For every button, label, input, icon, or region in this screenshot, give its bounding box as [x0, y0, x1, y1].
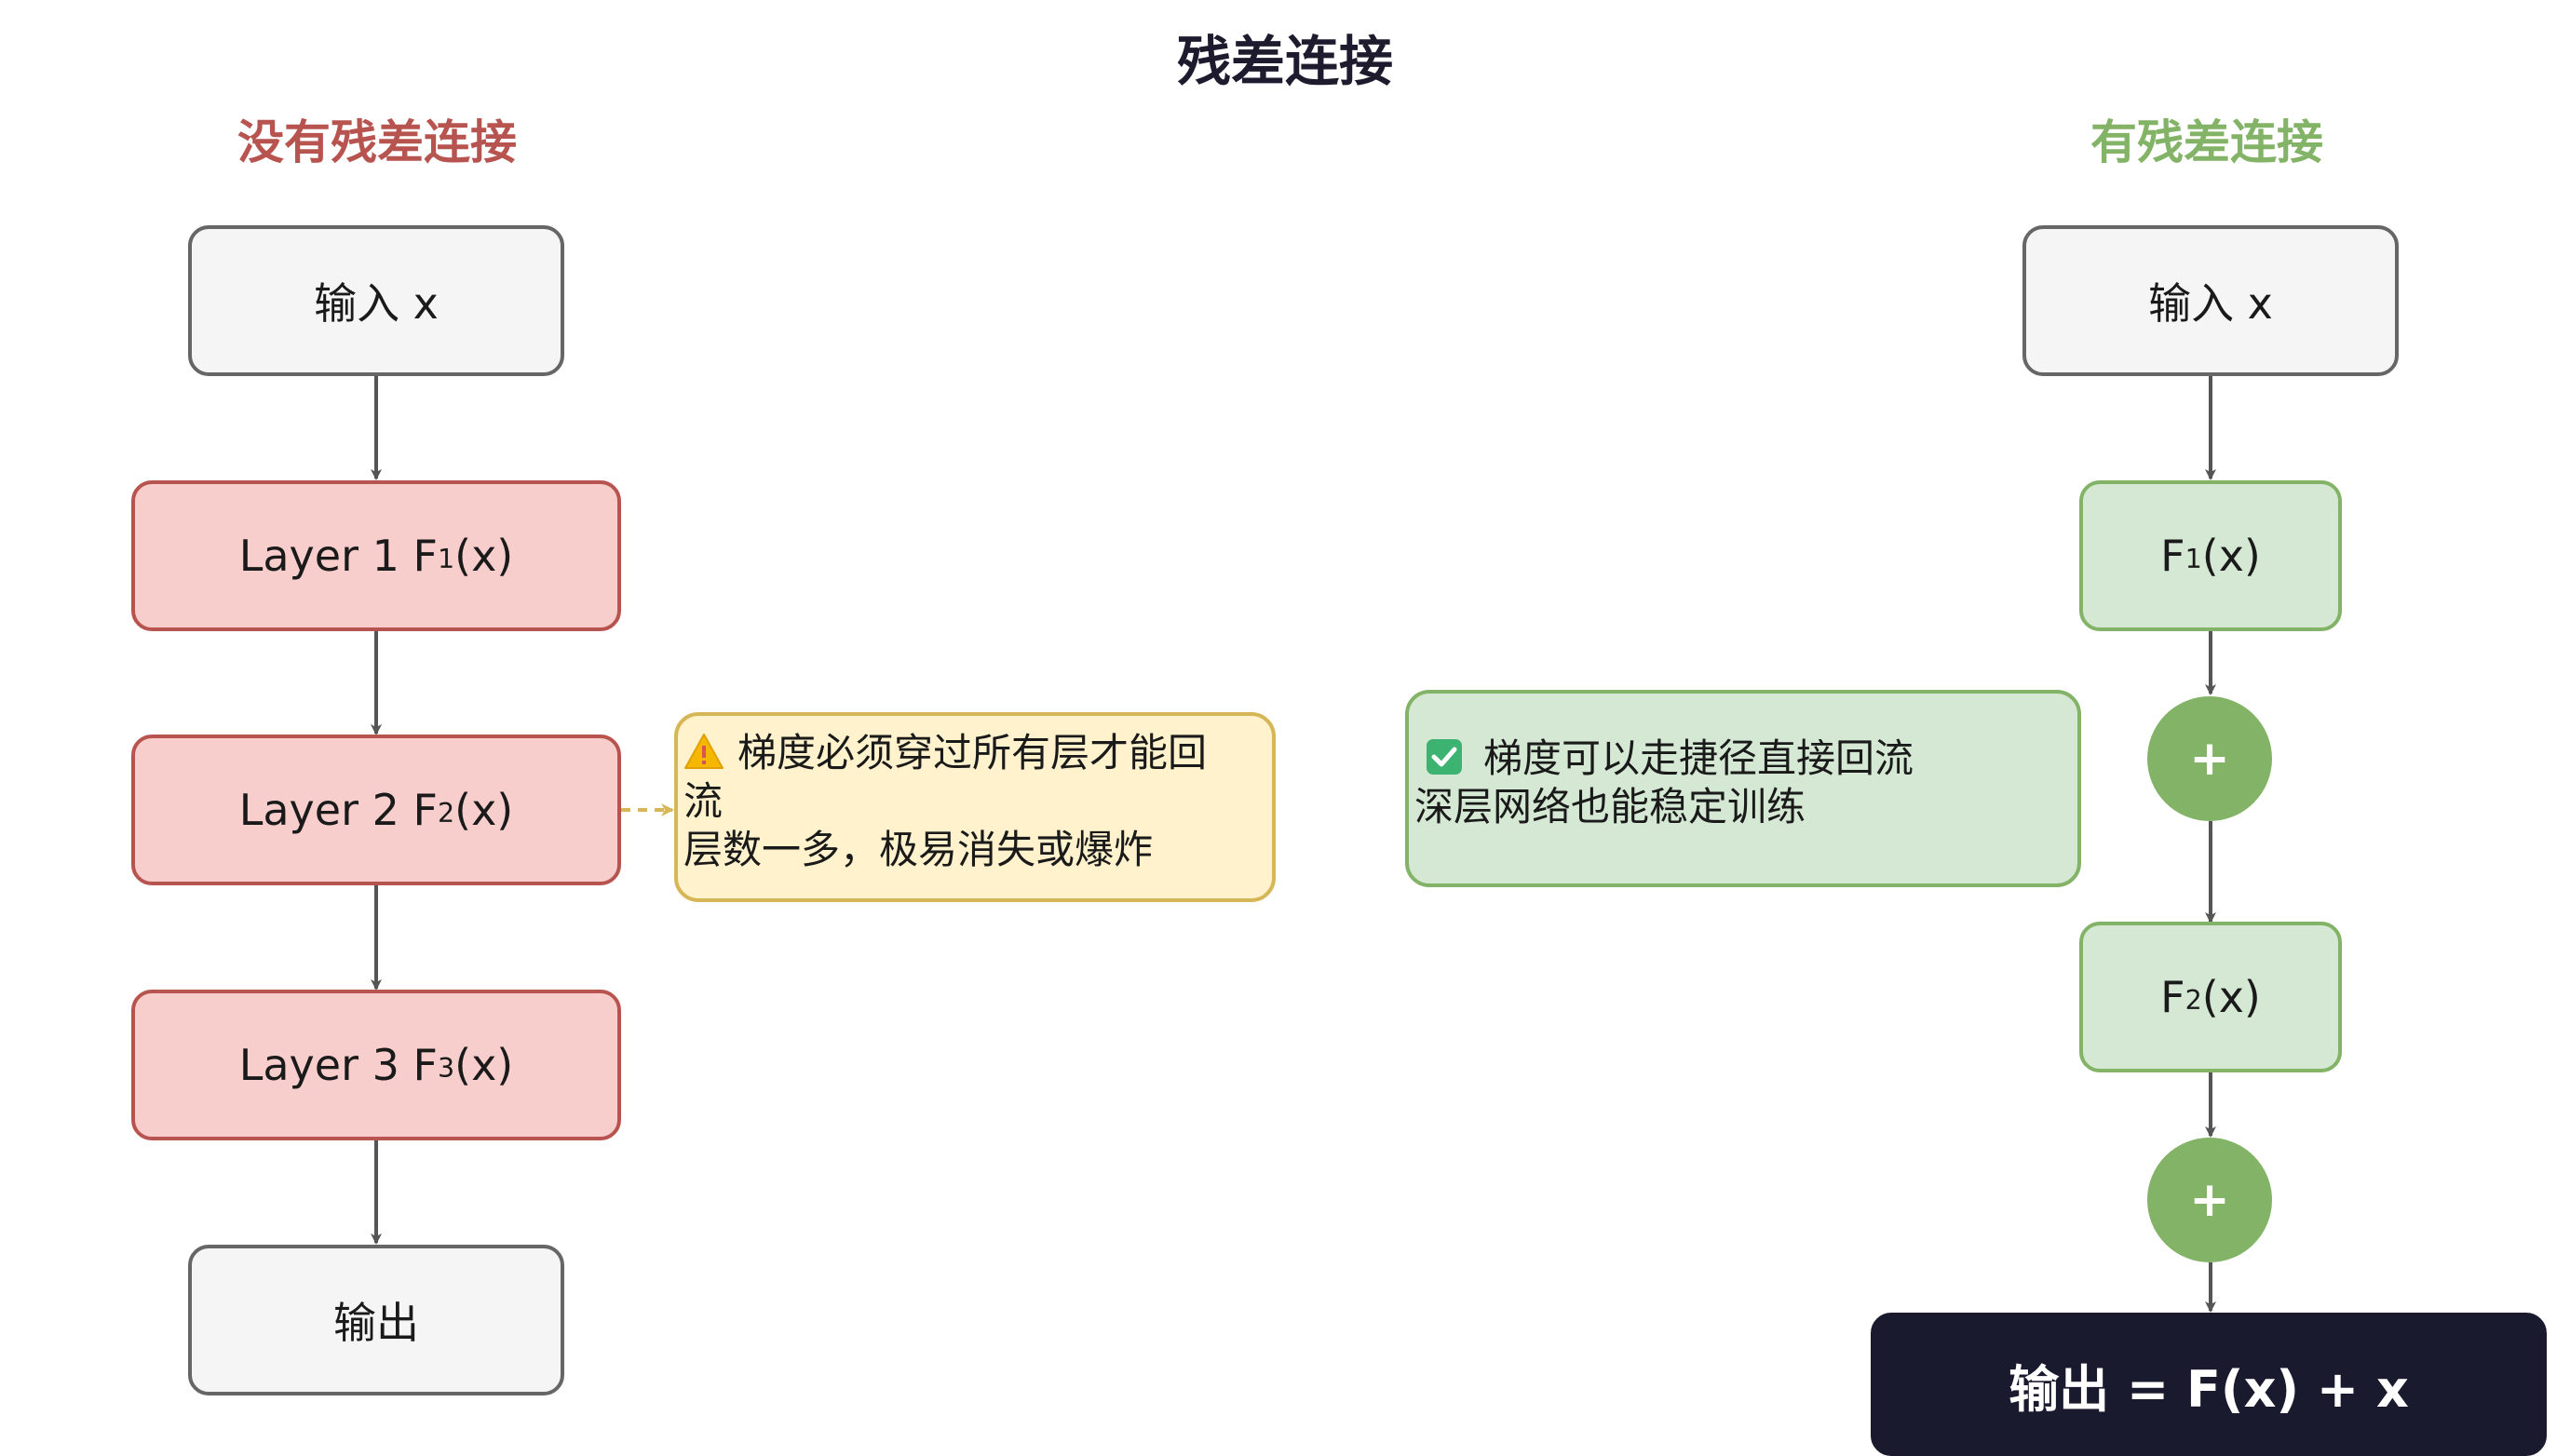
left-layer2-node: Layer 2 F2(x) [131, 735, 621, 885]
diagram-title: 残差连接 [1176, 30, 1393, 93]
right-heading: 有残差连接 [2090, 115, 2323, 169]
success-note: 梯度可以走捷径直接回流 深层网络也能稳定训练 [1405, 690, 2081, 887]
left-layer1-node: Layer 1 F1(x) [131, 480, 621, 631]
left-output-node: 输出 [188, 1245, 564, 1395]
layer2-label: Layer 2 F2(x) [238, 785, 514, 835]
left-input-node: 输入 x [188, 225, 564, 376]
warning-note: 梯度必须穿过所有层才能回 流 层数一多，极易消失或爆炸 [674, 712, 1276, 902]
right-input-label: 输入 x [2148, 278, 2273, 329]
right-output-node: 输出 = F(x) + x [1871, 1313, 2547, 1456]
f1-node: F1(x) [2079, 480, 2342, 631]
plus-node-2: + [2147, 1138, 2272, 1262]
left-layer3-node: Layer 3 F3(x) [131, 990, 621, 1140]
plus-node-1: + [2147, 696, 2272, 821]
success-line-2: 深层网络也能稳定训练 [1414, 784, 1806, 829]
warning-line-2: 流 [683, 778, 724, 824]
f1-label: F1(x) [2160, 531, 2261, 581]
plus-2-label: + [2189, 1172, 2230, 1228]
warning-line-3: 层数一多，极易消失或爆炸 [683, 827, 1154, 872]
f2-node: F2(x) [2079, 922, 2342, 1072]
success-line-1: 梯度可以走捷径直接回流 [1483, 735, 1914, 781]
right-input-node: 输入 x [2022, 225, 2399, 376]
check-icon [1427, 739, 1462, 775]
left-heading: 没有残差连接 [237, 115, 517, 169]
layer3-label: Layer 3 F3(x) [238, 1040, 514, 1090]
layer1-label: Layer 1 F1(x) [238, 531, 514, 581]
plus-1-label: + [2189, 731, 2230, 787]
f2-label: F2(x) [2160, 972, 2261, 1022]
warning-icon [684, 734, 724, 769]
warning-line-1: 梯度必须穿过所有层才能回 [737, 730, 1208, 775]
left-input-label: 输入 x [314, 278, 439, 329]
left-output-label: 输出 [333, 1298, 419, 1348]
right-output-label: 输出 = F(x) + x [2009, 1359, 2409, 1419]
